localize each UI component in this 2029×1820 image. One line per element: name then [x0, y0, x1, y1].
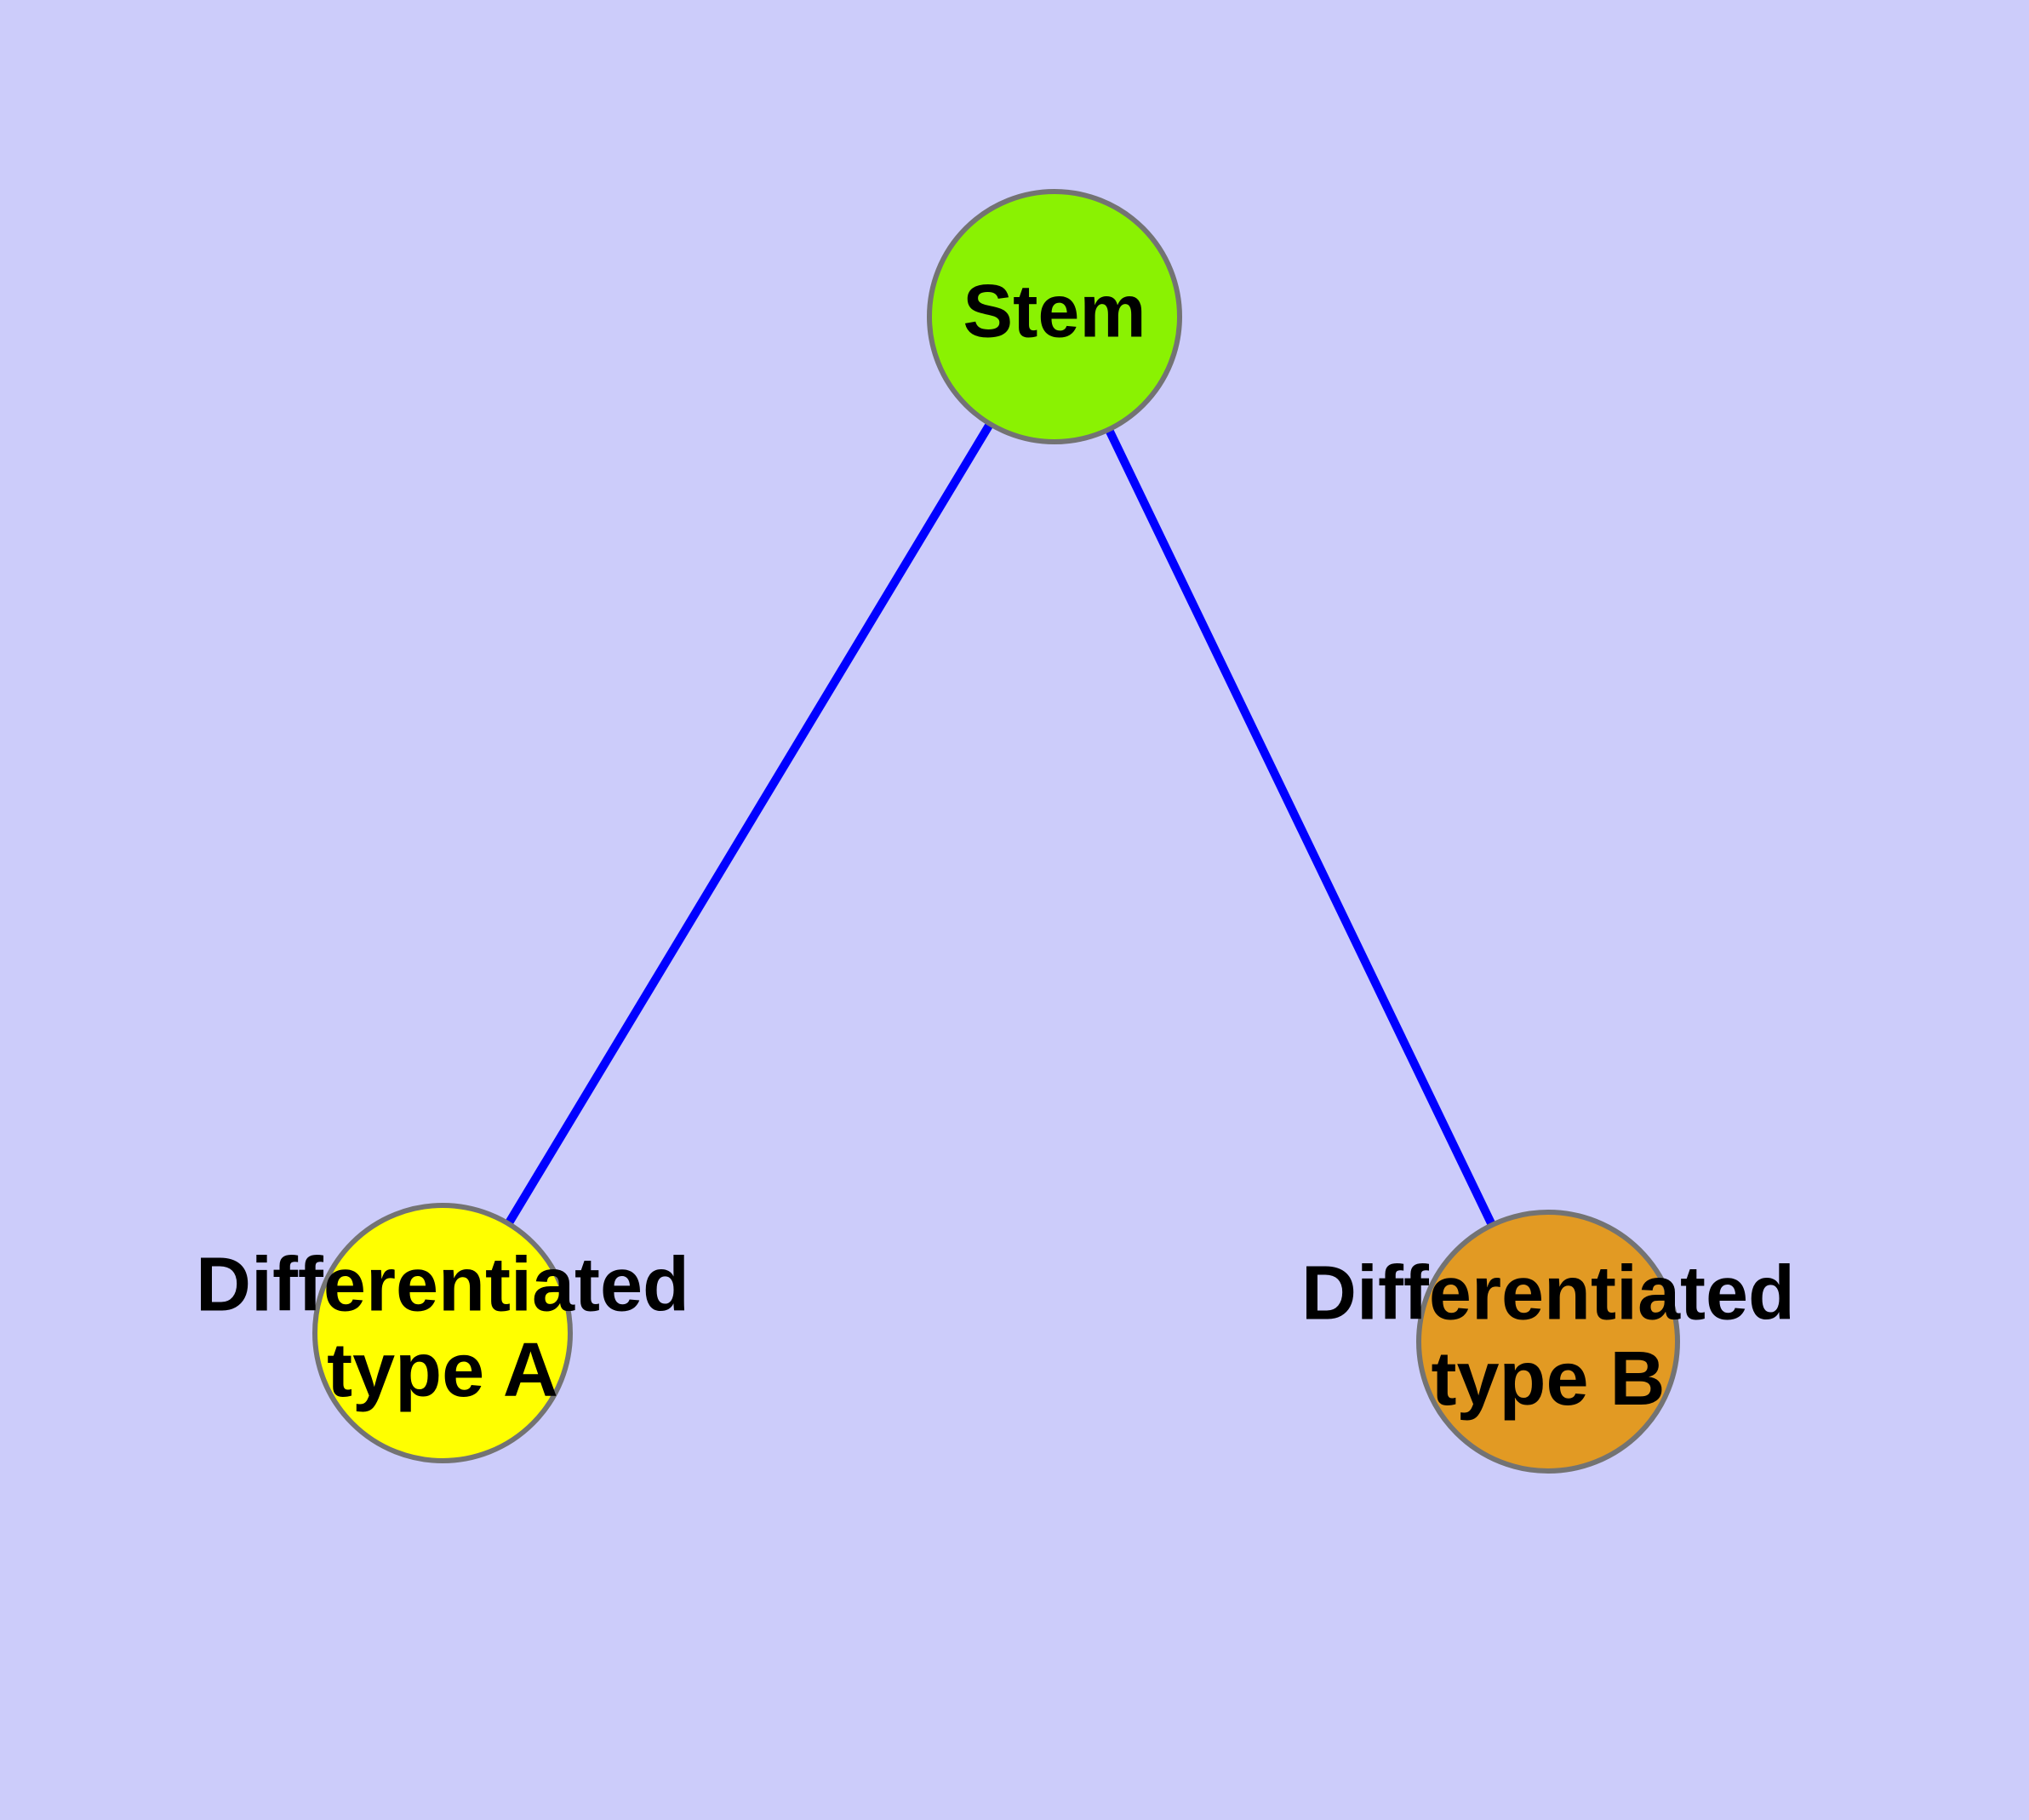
- graph-edge[interactable]: [505, 421, 994, 1227]
- node-label-diff_a: type A: [327, 1328, 558, 1413]
- node-circle-stem[interactable]: [927, 189, 1182, 444]
- node-label-diff_a: Differentiated: [196, 1242, 689, 1327]
- node-circle-diff_a[interactable]: [312, 1203, 573, 1463]
- node-label-stem: Stem: [963, 268, 1146, 352]
- graph-node-stem[interactable]: Stem: [927, 189, 1182, 444]
- node-label-diff_b: type B: [1431, 1336, 1665, 1422]
- edges-layer: [505, 421, 1496, 1228]
- node-label-diff_b: Differentiated: [1301, 1251, 1795, 1336]
- node-circle-diff_b[interactable]: [1416, 1210, 1680, 1474]
- graph-edge[interactable]: [1105, 427, 1496, 1228]
